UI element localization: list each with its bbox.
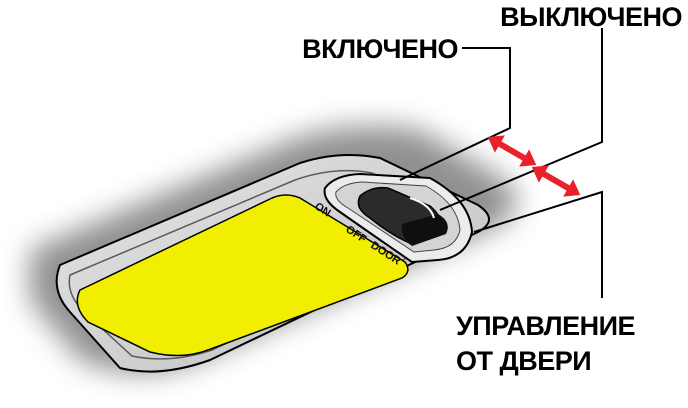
leader-line-on — [399, 47, 511, 181]
slide-switch[interactable] — [357, 186, 448, 246]
label-door-line1: УПРАВЛЕНИЕ — [456, 311, 635, 341]
label-on: ВКЛЮЧЕНО — [302, 34, 458, 64]
leader-lines — [399, 28, 603, 298]
position-arrows — [487, 135, 581, 197]
lamp-lens — [76, 194, 409, 357]
leader-line-off — [439, 28, 603, 211]
label-door-line2: ОТ ДВЕРИ — [456, 346, 591, 376]
label-off: ВЫКЛЮЧЕНО — [500, 2, 682, 32]
leader-line-door — [473, 190, 603, 298]
arrow-off-door — [531, 165, 581, 197]
arrow-on-off — [487, 135, 537, 167]
